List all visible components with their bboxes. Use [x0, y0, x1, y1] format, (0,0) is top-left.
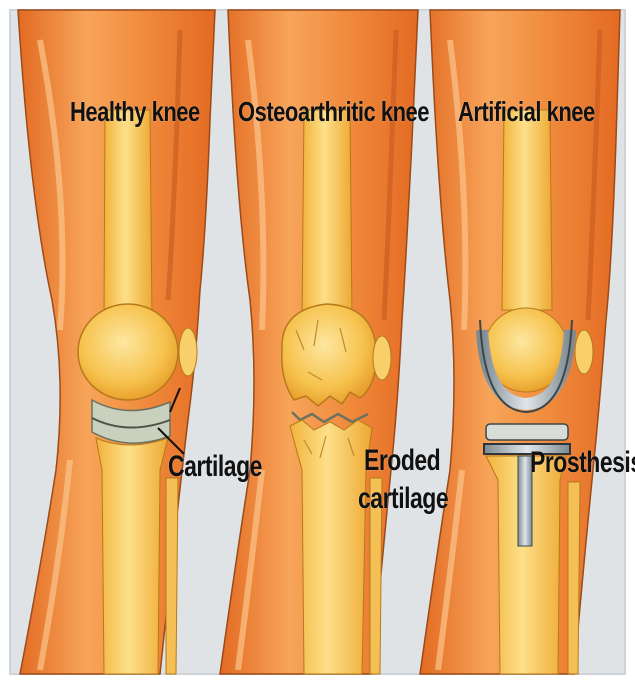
artificial-knee-title: Artificial knee — [458, 96, 595, 129]
eroded-cartilage-callout-line1: Eroded — [364, 440, 440, 479]
cartilage-callout: Cartilage — [168, 446, 262, 485]
healthy-knee-title: Healthy knee — [70, 96, 200, 129]
prosthesis-callout: Prosthesis — [530, 442, 635, 481]
osteoarthritic-knee-title: Osteoarthritic knee — [238, 96, 429, 129]
eroded-cartilage-callout-line2: cartilage — [358, 478, 448, 517]
